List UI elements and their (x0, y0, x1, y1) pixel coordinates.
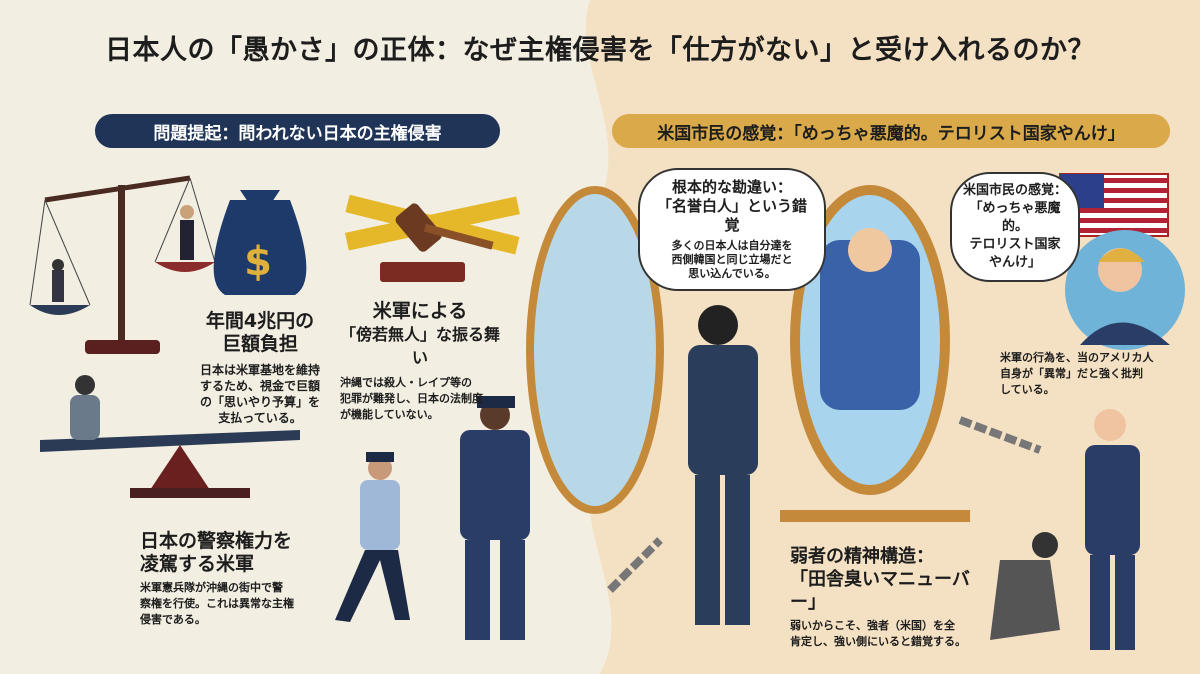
weak-text: 弱いからこそ、強者（米国）を全 (790, 619, 955, 632)
police-heading: 凌駕する米軍 (140, 553, 255, 575)
gavel-caution-tape-icon (344, 194, 520, 282)
seesaw-icon (40, 375, 300, 498)
police-text: 侵害である。 (140, 613, 206, 626)
weak-mentality-block: 弱者の精神構造：「田舎臭いマニューバー」 弱いからこそ、強者（米国）を全肯定し、… (790, 545, 990, 650)
svg-text:$: $ (244, 239, 272, 285)
misconception-text: 思い込んでいる。 (688, 267, 776, 280)
police-officers-icon (335, 396, 530, 640)
left-section-banner: 問題提起：問われない日本の主権侵害 (95, 114, 500, 148)
arrogance-heading: 「傍若無人」な振る舞い (340, 325, 501, 367)
misconception-heading: 「名誉白人」という錯覚 (656, 197, 807, 234)
weak-text: 肯定し、強い側にいると錯覚する。 (790, 635, 966, 648)
arrogance-heading: 米軍による (372, 300, 468, 322)
us-citizen-text: 米軍の行為を、当のアメリカ人自身が「異常」だと強く批判している。 (1000, 350, 1170, 398)
businessman-icon (688, 305, 758, 625)
misconception-text: 西側韓国と同じ立場だと (671, 253, 793, 266)
mirror-icon (526, 185, 970, 522)
burden-text: 日本は米軍基地を維持 (199, 363, 320, 377)
us-citizen-quote: 米国市民の感覚： (962, 183, 1067, 198)
arrogance-text: が機能していない。 (340, 408, 439, 421)
balance-scale-icon (29, 175, 216, 354)
us-citizen-quote: 「めっちゃ悪魔的。 (969, 201, 1061, 234)
broken-chain-icon (607, 416, 1042, 593)
weak-heading: 弱者の精神構造： (790, 546, 934, 567)
us-citizen-quote: テロリスト国家 (969, 237, 1061, 252)
us-citizen-text-line: 自身が「異常」だと強く批判 (1000, 367, 1143, 380)
burden-text: の「思いやり予算」を (199, 395, 320, 409)
burden-heading: 巨額負担 (221, 333, 298, 355)
arrogance-text: 沖縄では殺人・レイプ等の (340, 376, 472, 389)
burden-block: 年間4兆円の巨額負担 日本は米軍基地を維持するため、視金で巨額の「思いやり予算」… (185, 310, 335, 426)
weak-heading: 「田舎臭いマニューバー」 (790, 569, 970, 613)
burden-text: するため、視金で巨額 (199, 379, 320, 393)
us-citizen-text-line: している。 (1000, 383, 1055, 396)
burden-heading: 年間4兆円の (205, 310, 315, 332)
misconception-thought-bubble: 根本的な勘違い：「名誉白人」という錯覚 多くの日本人は自分達を西側韓国と同じ立場… (638, 168, 826, 291)
police-block: 日本の警察権力を凌駕する米軍 米軍憲兵隊が沖縄の街中で警察権を行使。これは異常な… (140, 530, 310, 628)
right-section-banner: 米国市民の感覚：「めっちゃ悪魔的。テロリスト国家やんけ」 (612, 114, 1170, 148)
burden-text: 支払っている。 (218, 411, 302, 425)
police-text: 米軍憲兵隊が沖縄の街中で警 (140, 581, 283, 594)
arrogance-block: 米軍による「傍若無人」な振る舞い 沖縄では殺人・レイプ等の犯罪が難発し、日本の法… (340, 300, 500, 423)
police-heading: 日本の警察権力を (140, 530, 293, 552)
kneeling-man-icon (990, 409, 1140, 650)
misconception-heading: 根本的な勘違い： (671, 178, 792, 196)
police-text: 察権を行使。これは異常な主権 (140, 597, 294, 610)
page-title: 日本人の「愚かさ」の正体：なぜ主権侵害を「仕方がない」と受け入れるのか？ (105, 35, 1095, 66)
us-citizen-text-line: 米軍の行為を、当のアメリカ人 (1000, 351, 1154, 364)
us-citizen-quote: やんけ」 (988, 255, 1041, 270)
arrogance-text: 犯罪が難発し、日本の法制度 (340, 392, 483, 405)
misconception-text: 多くの日本人は自分達を (671, 239, 793, 252)
money-bag-icon: $ (213, 190, 307, 295)
us-citizen-speech-bubble: 米国市民の感覚： 「めっちゃ悪魔的。テロリスト国家やんけ」 (950, 172, 1080, 282)
